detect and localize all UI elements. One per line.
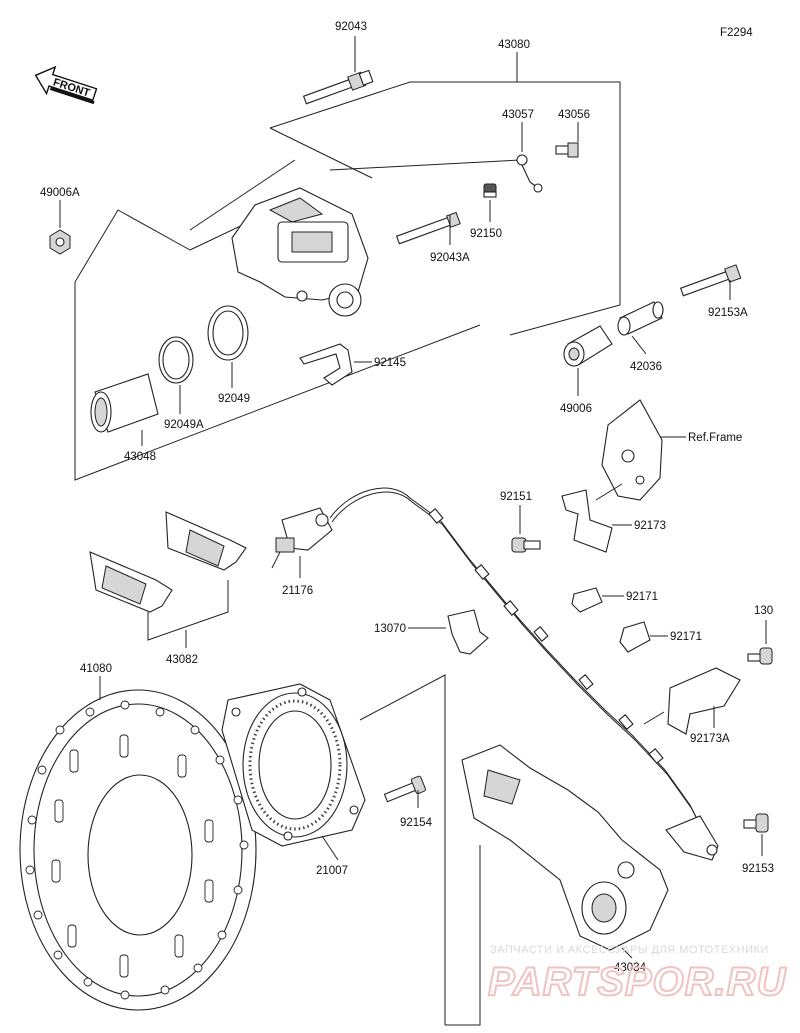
brake-pad-upper — [165, 511, 247, 571]
sensor-rotor-21007 — [221, 683, 366, 847]
part-label-43048: 43048 — [124, 451, 156, 463]
clamp-92171-upper — [571, 587, 603, 613]
part-label-43034: 43034 — [614, 962, 647, 974]
clip-13070 — [447, 609, 489, 655]
seal-92049 — [207, 305, 249, 361]
seal-92049A — [158, 336, 194, 384]
part-label-92173A: 92173A — [690, 733, 730, 745]
pin-92043A — [395, 211, 461, 245]
front-arrow-icon: FRONT — [34, 65, 98, 105]
cable-clips — [428, 508, 664, 764]
figure-id: F2294 — [720, 27, 753, 39]
brake-pad-lower — [89, 551, 173, 613]
part-label-92171-upper: 92171 — [626, 591, 658, 603]
bleed-screw-43056 — [555, 142, 579, 158]
caliper-body — [231, 187, 369, 317]
part-label-92049A: 92049A — [164, 419, 204, 431]
ref-frame-label: Ref.Frame — [688, 432, 742, 444]
brake-disc-41080 — [19, 689, 257, 1011]
part-label-49006A: 49006A — [40, 187, 80, 199]
part-label-41080: 41080 — [80, 663, 112, 675]
part-label-92154: 92154 — [400, 817, 433, 829]
spring-92145 — [299, 343, 353, 386]
clamp-92171-lower — [619, 621, 651, 653]
part-label-21007: 21007 — [316, 865, 348, 877]
piston-43048 — [90, 373, 159, 433]
caliper-bracket-43034 — [461, 744, 669, 951]
watermark-brand: PARTSPOR.RU — [488, 960, 787, 1004]
part-label-43057: 43057 — [502, 109, 534, 121]
part-label-42036: 42036 — [630, 361, 662, 373]
bleeder-cap-43057 — [516, 154, 543, 193]
cap-92150 — [483, 183, 497, 198]
pin-92043 — [302, 69, 374, 105]
boot-49006 — [563, 325, 613, 367]
part-label-92150: 92150 — [470, 228, 502, 240]
bolt-92154 — [383, 775, 426, 803]
bracket-92173A — [667, 667, 741, 735]
bolt-130 — [747, 647, 773, 665]
part-label-92171-lower: 92171 — [670, 631, 702, 643]
part-label-92043A: 92043A — [430, 252, 470, 264]
screw-92151 — [511, 537, 541, 553]
part-label-92145: 92145 — [374, 357, 406, 369]
clamp-92173 — [561, 489, 613, 553]
part-label-43080: 43080 — [498, 39, 530, 51]
part-label-13070: 13070 — [374, 623, 406, 635]
part-label-92153: 92153 — [742, 863, 774, 875]
part-label-92153A: 92153A — [708, 307, 748, 319]
abs-connector — [665, 815, 719, 861]
watermark-tagline: ЗАПЧАСТИ И АКСЕССУАРЫ ДЛЯ МОТОТЕХНИКИ — [490, 944, 769, 956]
frame-reference — [601, 399, 663, 501]
part-label-92173: 92173 — [634, 520, 666, 532]
nut-49006A — [49, 229, 71, 255]
part-label-43082: 43082 — [166, 654, 198, 666]
sleeve-42036 — [617, 301, 664, 336]
part-label-92151: 92151 — [500, 491, 532, 503]
part-label-21176: 21176 — [282, 585, 313, 597]
part-label-92049: 92049 — [218, 393, 250, 405]
abs-sensor-cable — [329, 487, 706, 836]
part-label-130: 130 — [754, 605, 773, 617]
abs-sensor-21176 — [271, 507, 333, 569]
bolt-92153 — [743, 813, 769, 833]
bolt-92153A — [679, 264, 742, 297]
part-label-43056: 43056 — [558, 109, 590, 121]
part-label-92043: 92043 — [335, 21, 367, 33]
part-label-49006: 49006 — [560, 403, 592, 415]
